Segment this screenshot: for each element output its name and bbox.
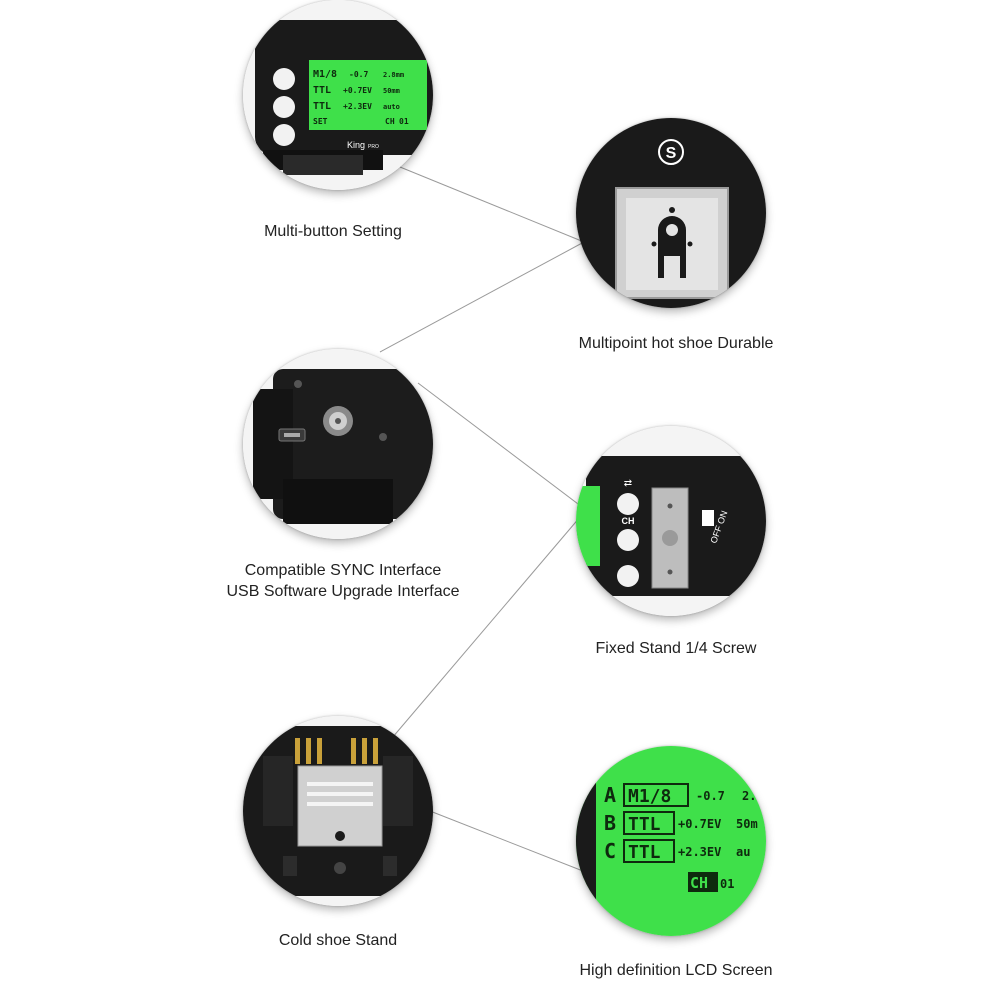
connector-line	[429, 810, 589, 874]
svg-text:A: A	[604, 783, 616, 807]
svg-text:2.8: 2.8	[742, 789, 764, 803]
button-circle	[617, 565, 639, 587]
svg-text:+2.3EV: +2.3EV	[343, 102, 372, 111]
svg-text:au: au	[736, 845, 750, 859]
screw-icon	[662, 530, 678, 546]
brand-suffix: PRO	[368, 144, 379, 150]
fixed-stand-photo: ⇄ CH OFF ON	[576, 426, 766, 616]
svg-text:01: 01	[399, 117, 409, 126]
power-switch	[702, 510, 714, 526]
lcd-screen	[309, 60, 427, 130]
button-circle	[617, 493, 639, 515]
svg-text:+0.7EV: +0.7EV	[343, 86, 372, 95]
button-circle	[273, 96, 295, 118]
svg-text:-0.7: -0.7	[349, 70, 368, 79]
connector-line	[391, 509, 587, 739]
arrow-icon: ⇄	[624, 478, 632, 489]
button-circle	[273, 124, 295, 146]
svg-text:C: C	[604, 839, 616, 863]
lcd-set-label: SET	[313, 117, 328, 126]
lcd-value-c: +2.3EV	[678, 845, 721, 859]
lcd-channel-value: 01	[720, 877, 734, 891]
lcd-mode-b: TTL	[628, 814, 661, 835]
lcd-mode-a: M1/8	[628, 786, 671, 807]
svg-text:B: B	[604, 811, 616, 835]
caption-fixed-stand: Fixed Stand 1/4 Screw	[595, 640, 757, 657]
hot-shoe-photo: S	[576, 118, 766, 308]
caption-multi-button: Multi-button Setting	[264, 223, 402, 240]
svg-text:2.8mm: 2.8mm	[383, 71, 404, 79]
ch-button-label: CH	[622, 516, 635, 526]
lcd-channel-label: CH	[690, 874, 708, 892]
button-circle	[617, 529, 639, 551]
lcd-value-b: +0.7EV	[678, 817, 721, 831]
connector-line	[417, 382, 587, 511]
lcd-row-c: TTL	[313, 101, 331, 112]
lcd-screen-photo: A B C M1/8 -0.7 2.8 TTL +0.7EV 50m TTL +…	[576, 746, 766, 936]
button-circle	[273, 68, 295, 90]
caption-hot-shoe: Multipoint hot shoe Durable	[578, 335, 774, 352]
lcd-mode-c: TTL	[628, 842, 661, 863]
svg-text:auto: auto	[383, 103, 400, 111]
sync-usb-photo	[243, 349, 433, 539]
svg-text:CH: CH	[385, 117, 395, 126]
svg-text:50mm: 50mm	[383, 87, 400, 95]
svg-text:50m: 50m	[736, 817, 758, 831]
multi-button-photo: M1/8 -0.7 2.8mm TTL +0.7EV 50mm TTL +2.3…	[243, 0, 433, 190]
cold-shoe-photo	[243, 716, 433, 906]
caption-cold-shoe: Cold shoe Stand	[278, 932, 398, 949]
lcd-row-b: TTL	[313, 85, 331, 96]
caption-lcd-screen: High definition LCD Screen	[579, 962, 773, 979]
caption-sync-usb: Compatible SYNC Interface USB Software U…	[226, 562, 460, 600]
s-badge-icon: S	[666, 145, 677, 162]
lcd-value-a: -0.7	[696, 789, 725, 803]
brand-label: King	[347, 140, 365, 150]
lcd-row-a: M1/8	[313, 69, 337, 80]
